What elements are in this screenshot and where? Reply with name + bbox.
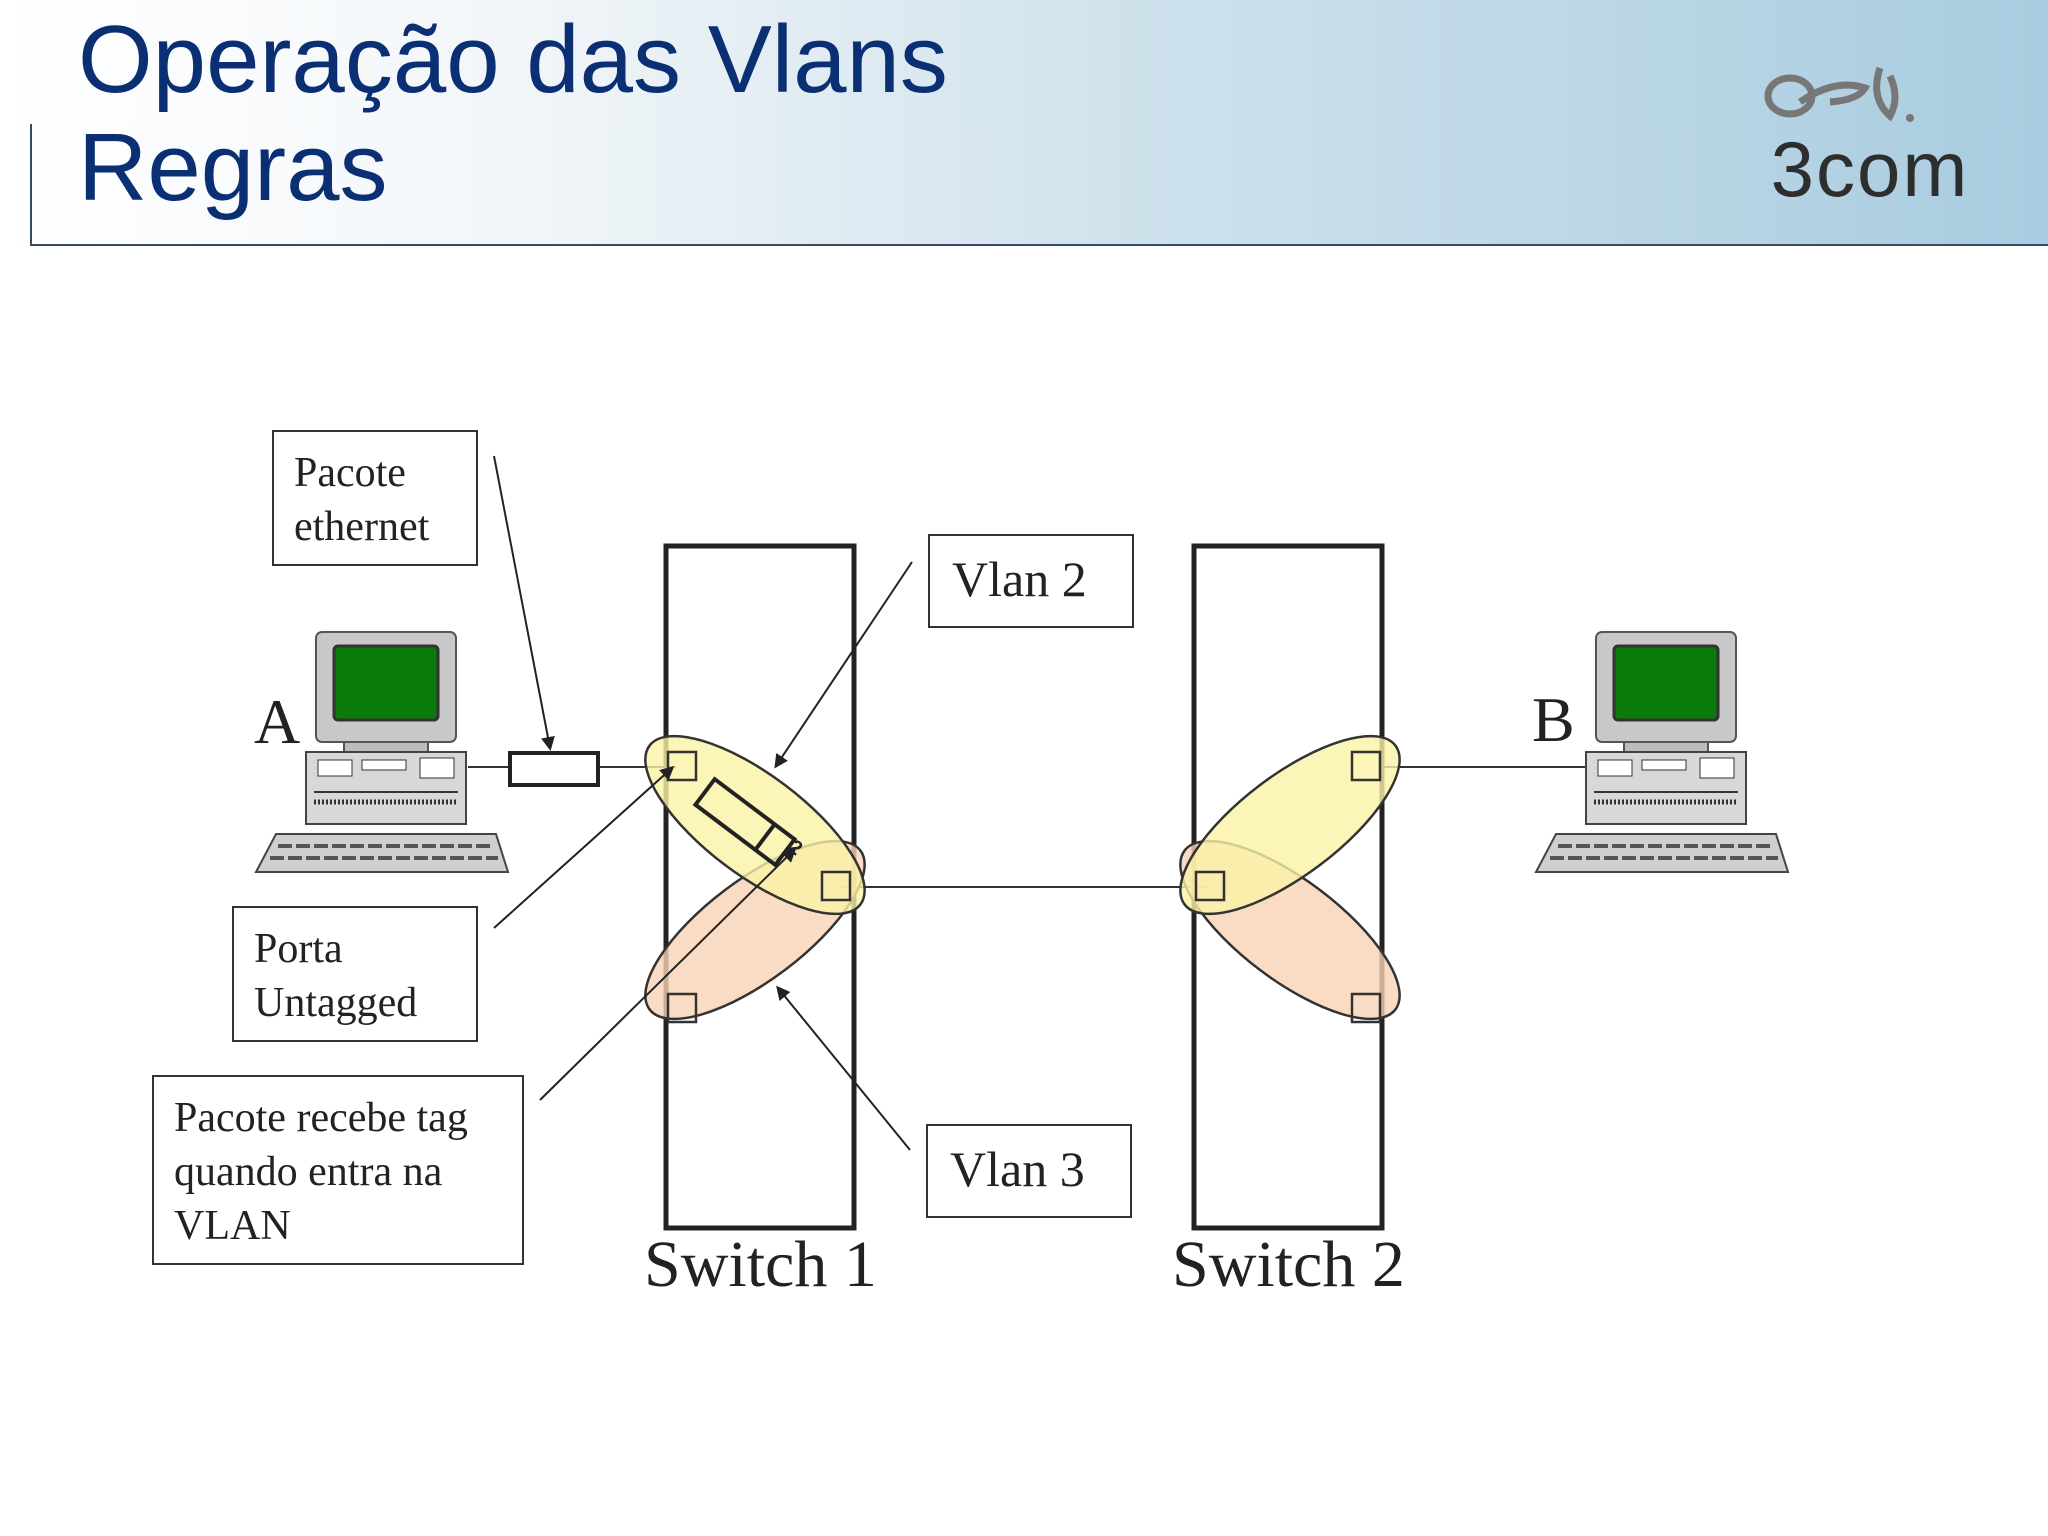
computer-b-icon xyxy=(1534,631,1790,873)
3com-logo-icon xyxy=(1764,66,1914,122)
logo-text: 3com xyxy=(1770,125,1970,213)
port-s2-vlan3 xyxy=(1350,992,1382,1024)
host-b-label: B xyxy=(1532,684,1575,755)
untagged-port-callout-box: Porta Untagged xyxy=(232,906,478,1042)
ethernet-packet xyxy=(508,751,600,787)
vlan3-callout-arrow xyxy=(776,985,911,1151)
slide-title: Operação das Vlans Regras xyxy=(78,6,948,222)
vlan2-label-box: Vlan 2 xyxy=(928,534,1134,628)
computer-a-icon xyxy=(254,631,510,873)
title-line-1: Operação das Vlans xyxy=(78,6,948,113)
switch-2-label: Switch 2 xyxy=(1172,1228,1405,1301)
port-s1-trunk xyxy=(820,870,852,902)
untagged-callout-arrow xyxy=(493,765,675,929)
tag-callout-box: Pacote recebe tag quando entra na VLAN xyxy=(152,1075,524,1265)
header-vertical-divider xyxy=(30,124,32,246)
host-a-label: A xyxy=(254,686,301,757)
slide-header xyxy=(0,0,2048,246)
vlan2-callout-arrow xyxy=(774,561,913,769)
tag-callout-arrow xyxy=(539,847,797,1101)
3com-logo: 3com xyxy=(1740,58,2000,213)
packet-callout-box: Pacote ethernet xyxy=(272,430,478,566)
vlan2-ellipse-switch2 xyxy=(1179,734,1401,916)
port-s2-b xyxy=(1350,750,1382,782)
header-divider xyxy=(30,244,2048,246)
vlan2-ellipse-switch1 xyxy=(644,734,866,916)
packet-callout-arrow xyxy=(493,455,555,751)
port-s2-trunk xyxy=(1194,870,1226,902)
port-s1-vlan3 xyxy=(666,992,698,1024)
title-line-2: Regras xyxy=(78,114,388,221)
switch-1-label: Switch 1 xyxy=(644,1228,877,1301)
vlan3-label-box: Vlan 3 xyxy=(926,1124,1132,1218)
